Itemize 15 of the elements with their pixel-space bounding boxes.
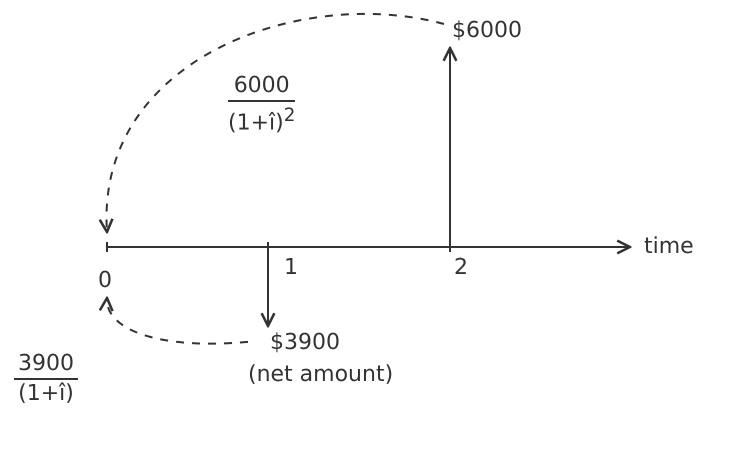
amount-label: $6000: [452, 18, 522, 44]
dashed-arrow: [100, 12, 444, 234]
fraction-denominator: (1+î)$^{2}$: [228, 104, 296, 138]
note-text: (net amount): [248, 362, 394, 388]
axis-label: time: [644, 234, 694, 260]
fraction-numerator: 3900: [14, 350, 78, 380]
time-point-label: 0: [98, 268, 112, 294]
arrow: [260, 247, 276, 328]
amount-label: $3900: [270, 330, 340, 356]
time-point-label: 2: [454, 255, 468, 281]
dashed-arrow: [100, 296, 248, 345]
fraction-denominator: (1+î): [17, 380, 75, 408]
arrow: [442, 46, 458, 247]
fraction-numerator: 6000: [228, 72, 296, 102]
time-point-label: 1: [284, 255, 298, 281]
